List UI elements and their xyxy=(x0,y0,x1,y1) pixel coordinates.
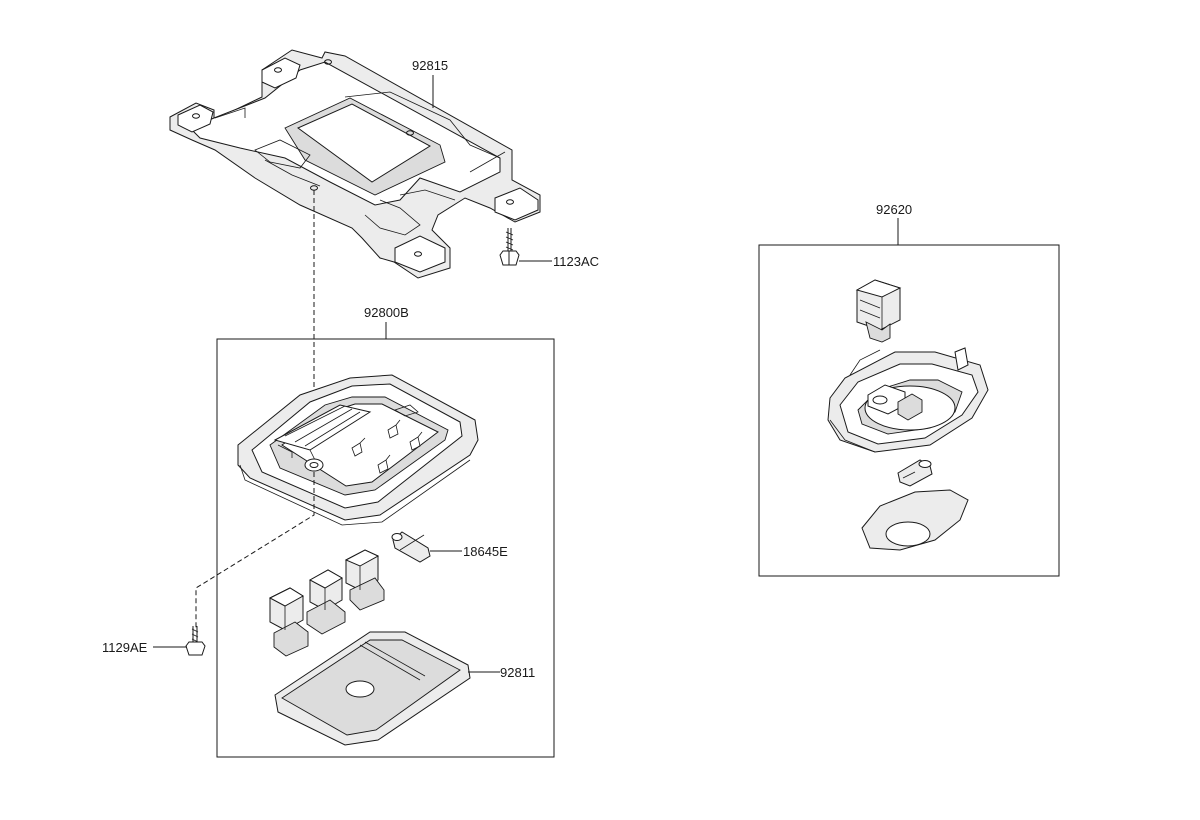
label-92815: 92815 xyxy=(412,58,448,73)
lamp-housing xyxy=(827,347,989,453)
screw-1129ae xyxy=(185,626,206,656)
bolt-1123ac xyxy=(499,228,520,266)
label-1123ac: 1123AC xyxy=(553,254,599,269)
lamp-bulb xyxy=(897,459,933,487)
console-housing xyxy=(237,374,479,526)
room-lamp-box xyxy=(758,244,1060,577)
label-92800b: 92800B xyxy=(364,305,409,320)
label-92620: 92620 xyxy=(876,202,912,217)
connector xyxy=(855,279,902,343)
bracket-92815 xyxy=(169,49,541,279)
bulb-18645e xyxy=(391,531,431,563)
lens-92811 xyxy=(274,631,471,746)
label-1129ae: 1129AE xyxy=(102,640,148,655)
lamp-lens xyxy=(861,489,969,551)
label-18645e: 18645E xyxy=(463,544,508,559)
switch-group xyxy=(268,549,385,657)
label-92811: 92811 xyxy=(500,665,535,680)
